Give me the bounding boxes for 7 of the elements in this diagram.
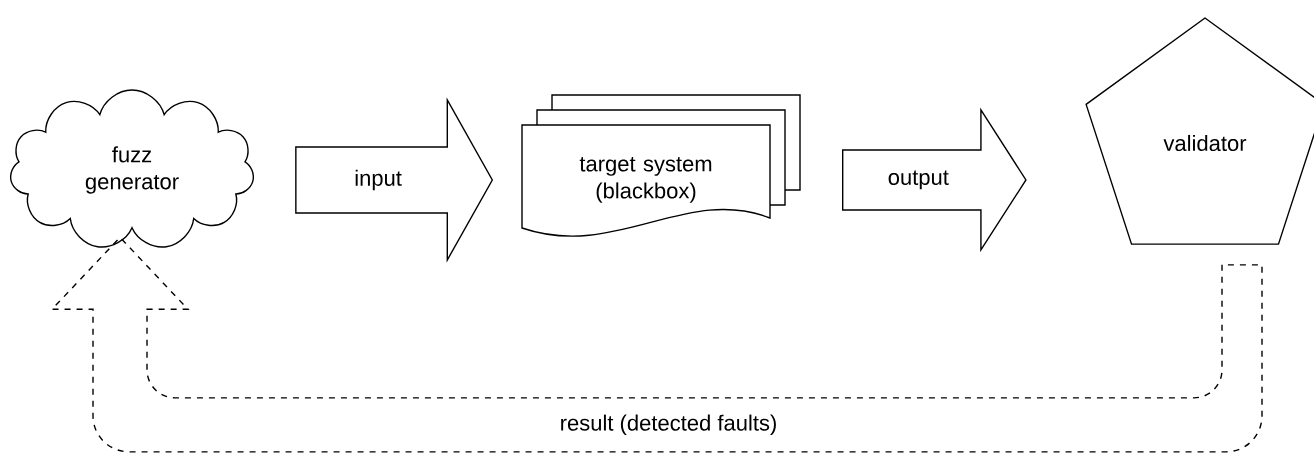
block-arrow <box>842 107 1027 253</box>
edge-label: input <box>352 167 404 193</box>
edge-label: output <box>885 168 951 192</box>
u-turn-arrow <box>51 236 1263 453</box>
document-stack: target system (blackbox) <box>521 94 801 237</box>
edge-label: result (detected faults) <box>557 412 780 438</box>
block-arrow <box>295 97 494 263</box>
